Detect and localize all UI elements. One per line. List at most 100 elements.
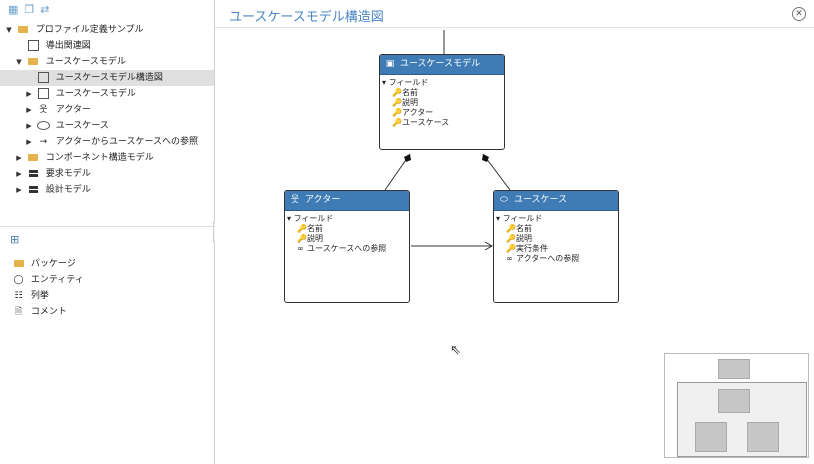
expand-arrow-icon[interactable]: ▶: [26, 138, 32, 146]
palette-item-label: 列挙: [30, 291, 49, 301]
node-header: ⬭ユースケース: [494, 191, 618, 211]
key-icon: 🔑: [392, 88, 402, 97]
node-usecase[interactable]: ⬭ユースケース ▾ フィールド 🔑名前 🔑説明 🔑実行条件 ∞アクターへの参照: [493, 190, 619, 303]
connectors-layer: [384, 30, 511, 251]
link-icon[interactable]: ⇄: [40, 3, 50, 16]
collapse-arrow-icon[interactable]: ▼: [16, 58, 22, 66]
tree-item-usecase-model[interactable]: ▶ ユースケースモデル: [0, 86, 214, 102]
copy-icon[interactable]: ❐: [24, 3, 35, 16]
tree-item-label: ユースケースモデル: [45, 57, 126, 67]
minimap-node: [718, 389, 750, 413]
palette-item-package[interactable]: パッケージ: [0, 256, 214, 272]
mouse-cursor-icon: ⇖: [450, 343, 461, 358]
usecase-model-icon: ▣: [385, 59, 395, 69]
model-icon: [27, 182, 40, 198]
field-label: アクターへの参照: [516, 254, 580, 263]
node-usecase-model[interactable]: ▣ユースケースモデル ▾ フィールド 🔑名前 🔑説明 🔑アクター 🔑ユースケース: [379, 54, 505, 150]
usecase-model-icon: [37, 86, 50, 102]
model-tree: ▼ プロファイル定義サンプル 導出関連図 ▼ ユースケースモデル ユースケースモ…: [0, 22, 214, 198]
field-label: 名前: [516, 224, 532, 233]
expand-arrow-icon[interactable]: ▶: [16, 154, 22, 162]
field-row[interactable]: 🔑名前: [285, 224, 409, 234]
field-row[interactable]: 🔑説明: [494, 234, 618, 244]
field-row[interactable]: 🔑実行条件: [494, 244, 618, 254]
tree-item-label: 要求モデル: [45, 169, 91, 179]
actor-icon: 웃: [290, 195, 300, 205]
field-section[interactable]: ▾ フィールド: [380, 78, 504, 88]
key-icon: 🔑: [392, 118, 402, 127]
field-label: 説明: [516, 234, 532, 243]
composition-diamond: [482, 154, 489, 162]
palette-item-label: コメント: [30, 307, 67, 317]
collapse-arrow-icon[interactable]: ▾: [382, 78, 389, 87]
tree-item-derived-diagram[interactable]: 導出関連図: [0, 38, 214, 54]
minimap-node: [747, 422, 779, 452]
palette-item-entity[interactable]: ◯ エンティティ: [0, 272, 214, 288]
tree-item-profile-sample[interactable]: ▼ プロファイル定義サンプル: [0, 22, 214, 38]
field-row[interactable]: 🔑説明: [380, 98, 504, 108]
palette-icon[interactable]: ⊞: [10, 233, 20, 246]
tree-item-usecase[interactable]: ▶ ユースケース: [0, 118, 214, 134]
key-icon: 🔑: [506, 244, 516, 253]
tree-item-actor[interactable]: ▶ 웃 アクター: [0, 102, 214, 118]
minimap-node: [718, 359, 750, 379]
enum-icon: ☷: [14, 291, 23, 301]
tree-item-label: ユースケース: [55, 121, 109, 131]
tree-item-label: アクター: [55, 105, 91, 115]
field-row[interactable]: ∞アクターへの参照: [494, 254, 618, 264]
field-section[interactable]: ▾ フィールド: [494, 214, 618, 224]
tree-item-usecase-folder[interactable]: ▼ ユースケースモデル: [0, 54, 214, 70]
field-row[interactable]: 🔑ユースケース: [380, 118, 504, 128]
field-row[interactable]: ∞ユースケースへの参照: [285, 244, 409, 254]
collapse-arrow-icon[interactable]: ▼: [6, 26, 12, 34]
field-row[interactable]: 🔑名前: [380, 88, 504, 98]
node-title: アクター: [305, 195, 341, 205]
palette-item-comment[interactable]: 🗎 コメント: [0, 304, 214, 320]
tree-item-component-structure[interactable]: ▶ コンポーネント構造モデル: [0, 150, 214, 166]
node-header: 웃 アクター: [285, 191, 409, 211]
minimap[interactable]: [664, 353, 809, 458]
expand-arrow-icon[interactable]: ▶: [26, 122, 32, 130]
folder-icon: [17, 22, 30, 38]
key-icon: 🔑: [392, 98, 402, 107]
palette-item-label: パッケージ: [30, 259, 76, 269]
field-label: 説明: [402, 98, 418, 107]
diagram-editor: ユースケースモデル構造図 ✕ ▣ユースケースモデル ▾ フィールド 🔑名前 🔑説…: [215, 0, 814, 464]
expand-arrow-icon[interactable]: ▶: [16, 186, 22, 194]
field-label: 名前: [307, 224, 323, 233]
expand-arrow-icon[interactable]: ▶: [26, 90, 32, 98]
arrowhead: [484, 241, 494, 251]
tree-item-usecase-structure-diagram[interactable]: ユースケースモデル構造図: [0, 70, 214, 86]
tree-item-design-model[interactable]: ▶ 設計モデル: [0, 182, 214, 198]
diagram-icon: [37, 70, 50, 86]
field-row[interactable]: 🔑説明: [285, 234, 409, 244]
node-title: ユースケース: [514, 195, 568, 205]
folder-icon: [12, 256, 25, 272]
tree-item-requirement-model[interactable]: ▶ 要求モデル: [0, 166, 214, 182]
title-divider: [215, 27, 814, 28]
field-section[interactable]: ▾ フィールド: [285, 214, 409, 224]
collapse-arrow-icon[interactable]: ▾: [496, 214, 503, 223]
tree-item-label: 設計モデル: [45, 185, 91, 195]
explorer-toolbar: ▦ ❐ ⇄: [8, 3, 50, 17]
tree-item-label: アクターからユースケースへの参照: [55, 137, 199, 147]
node-header: ▣ ユースケースモデル: [380, 55, 504, 75]
field-row[interactable]: 🔑アクター: [380, 108, 504, 118]
collapse-arrow-icon[interactable]: ▾: [287, 214, 294, 223]
comment-icon: 🗎: [14, 307, 23, 317]
usecase-icon: [36, 118, 50, 134]
link-icon: ∞: [506, 254, 513, 263]
node-title: ユースケースモデル: [400, 59, 481, 69]
field-label: ユースケース: [402, 118, 450, 127]
model-icon: [27, 166, 40, 182]
folder-icon: [27, 54, 40, 70]
expand-arrow-icon[interactable]: ▶: [26, 106, 32, 114]
new-diagram-icon[interactable]: ▦: [8, 3, 19, 16]
palette-item-enum[interactable]: ☷ 列挙: [0, 288, 214, 304]
tree-item-label: ユースケースモデル: [55, 89, 136, 99]
field-row[interactable]: 🔑名前: [494, 224, 618, 234]
tree-item-actor-usecase-reference[interactable]: ▶ → アクターからユースケースへの参照: [0, 134, 214, 150]
expand-arrow-icon[interactable]: ▶: [16, 170, 22, 178]
node-actor[interactable]: 웃 アクター ▾ フィールド 🔑名前 🔑説明 ∞ユースケースへの参照: [284, 190, 410, 303]
close-icon[interactable]: ✕: [792, 7, 806, 21]
